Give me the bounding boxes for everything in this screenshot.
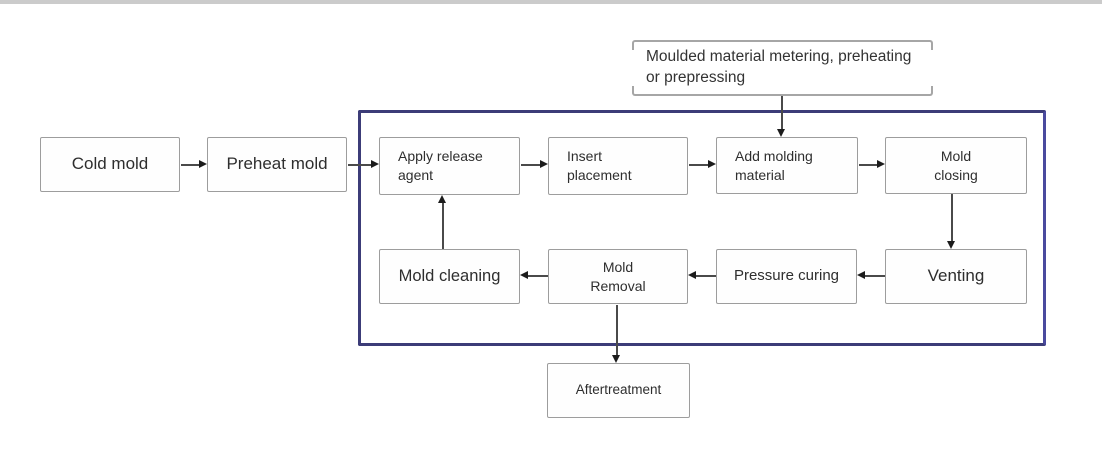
node-apply-release-agent-label: Apply release agent (398, 148, 483, 183)
node-pressure-curing-label: Pressure curing (733, 267, 840, 285)
node-mold-removal: Mold Removal (548, 249, 688, 304)
node-mold-removal-label: Mold Removal (590, 258, 646, 294)
node-insert-placement-label: Insert placement (567, 148, 632, 183)
node-venting-label: Venting (927, 266, 985, 286)
node-venting: Venting (885, 249, 1027, 304)
node-mold-cleaning-label: Mold cleaning (398, 267, 501, 286)
node-mold-closing: Mold closing (885, 137, 1027, 194)
node-insert-placement: Insert placement (548, 137, 688, 195)
node-cold-mold-label: Cold mold (71, 154, 149, 174)
node-material-prep-label: Moulded material metering, preheating or… (646, 48, 912, 86)
top-edge-strip (0, 0, 1102, 4)
bracket-bottom-border (632, 86, 933, 96)
node-add-molding-material: Add molding material (716, 137, 858, 194)
node-material-prep: Moulded material metering, preheating or… (632, 40, 933, 96)
node-mold-closing-label: Mold closing (934, 147, 978, 183)
node-add-molding-material-label: Add molding material (735, 147, 813, 183)
bracket-top-border (632, 40, 933, 50)
node-aftertreatment-label: Aftertreatment (575, 382, 662, 398)
node-apply-release-agent: Apply release agent (379, 137, 520, 195)
node-pressure-curing: Pressure curing (716, 249, 857, 304)
node-cold-mold: Cold mold (40, 137, 180, 192)
node-aftertreatment: Aftertreatment (547, 363, 690, 418)
node-preheat-mold-label: Preheat mold (226, 154, 328, 174)
node-mold-cleaning: Mold cleaning (379, 249, 520, 304)
node-preheat-mold: Preheat mold (207, 137, 347, 192)
process-container-outline (358, 110, 1046, 346)
